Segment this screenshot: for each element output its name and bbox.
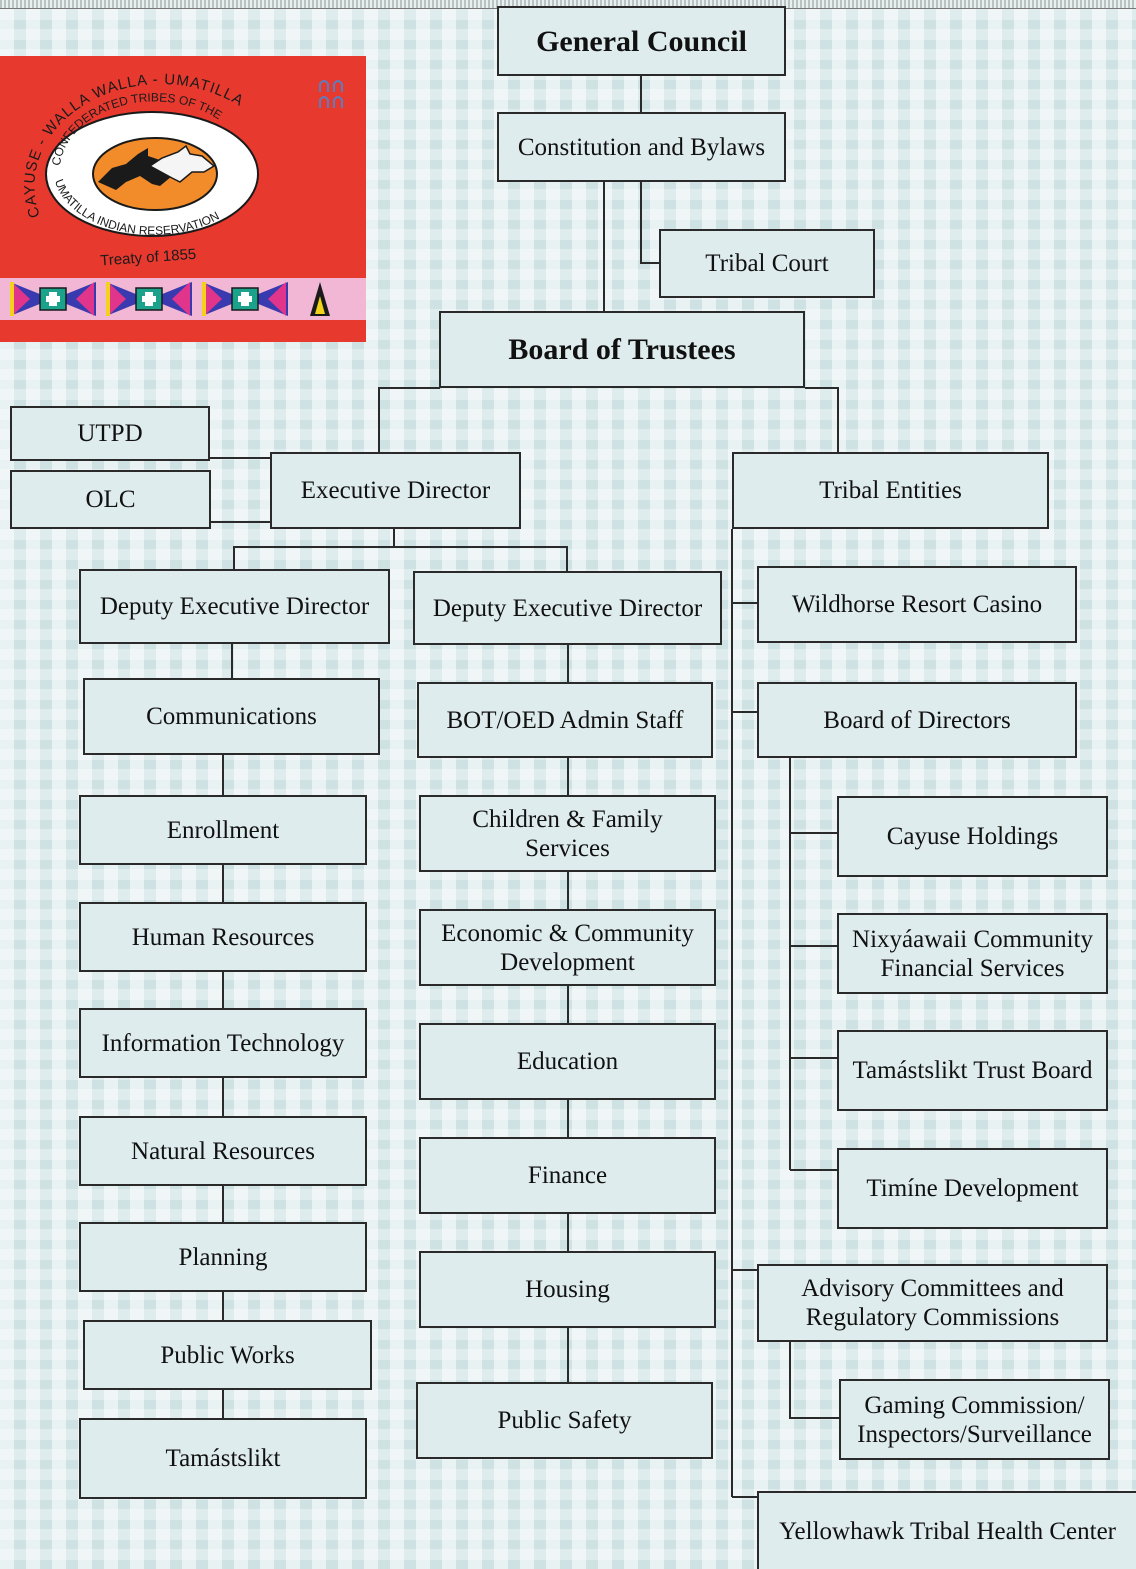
board-of-directors-box: Board of Directors <box>757 682 1077 758</box>
executive-director-box: Executive Director <box>270 452 521 529</box>
board-of-trustees-box: Board of Trustees <box>439 311 805 388</box>
gaming-commission-box: Gaming Commission/ Inspectors/Surveillan… <box>839 1379 1110 1460</box>
logo-treaty-text: Treaty of 1855 <box>100 246 197 270</box>
enterprise-box: Tamástslikt Trust Board <box>837 1030 1108 1111</box>
beadwork-pattern-icon <box>10 282 330 316</box>
logo-corner-mark-icon <box>319 80 343 108</box>
dept-box-left: Natural Resources <box>79 1116 367 1186</box>
advisory-committees-box: Advisory Committees and Regulatory Commi… <box>757 1264 1108 1342</box>
dept-box-left: Communications <box>83 678 380 755</box>
enterprise-box: Nixyáawaii Community Financial Services <box>837 913 1108 994</box>
dept-box-left: Planning <box>79 1222 367 1292</box>
connector <box>640 182 659 264</box>
dept-box-middle: BOT/OED Admin Staff <box>417 682 713 758</box>
connector <box>789 1342 839 1419</box>
utpd-box: UTPD <box>10 406 210 461</box>
dept-box-middle: Children & Family Services <box>419 795 716 872</box>
deputy-director-left-box: Deputy Executive Director <box>79 569 390 644</box>
horses-icon <box>98 144 216 190</box>
dept-box-left: Human Resources <box>79 902 367 972</box>
yellowhawk-box: Yellowhawk Tribal Health Center <box>757 1491 1136 1569</box>
dept-box-left: Information Technology <box>79 1008 367 1078</box>
tribal-court-box: Tribal Court <box>659 229 875 298</box>
dept-box-middle: Finance <box>419 1137 716 1214</box>
wildhorse-casino-box: Wildhorse Resort Casino <box>757 566 1077 643</box>
tribal-entities-box: Tribal Entities <box>732 452 1049 529</box>
tribal-logo: CAYUSE - WALLA WALLA - UMATILLA CONFEDER… <box>0 56 366 342</box>
constitution-box: Constitution and Bylaws <box>497 112 786 182</box>
connector <box>233 546 568 571</box>
olc-box: OLC <box>10 470 211 529</box>
enterprise-box: Cayuse Holdings <box>837 796 1108 877</box>
general-council-box: General Council <box>497 6 786 76</box>
connector <box>378 387 440 452</box>
deputy-director-right-box: Deputy Executive Director <box>413 571 722 645</box>
connector <box>805 387 839 452</box>
enterprise-box: Timíne Development <box>837 1148 1108 1229</box>
dept-box-middle: Housing <box>419 1251 716 1328</box>
dept-box-left: Tamástslikt <box>79 1418 367 1499</box>
dept-box-left: Enrollment <box>79 795 367 865</box>
dept-box-middle: Economic & Community Development <box>419 909 716 986</box>
dept-box-middle: Public Safety <box>416 1382 713 1459</box>
dept-box-middle: Education <box>419 1023 716 1100</box>
dept-box-left: Public Works <box>83 1320 372 1390</box>
